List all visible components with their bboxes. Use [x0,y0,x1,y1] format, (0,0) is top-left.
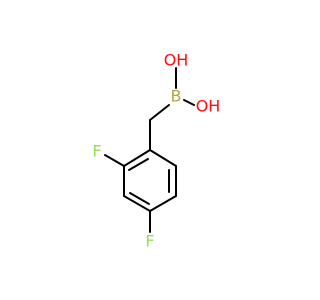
ring-bond-c1-c2-inner [128,158,149,171]
substituent-bonds [104,67,195,233]
bond-ch2-to-boron [149,104,170,121]
hydroxyl-right-label: OH [196,97,221,116]
ring-bond-c1-c2 [123,149,151,167]
fluorine-ortho-label: F [92,142,101,161]
hydroxyl-top-label: OH [164,51,189,70]
bond-boron-to-oh-right [183,99,195,106]
ring-bond-c3-c4-inner [129,192,150,205]
ring-bond-c3-c4 [123,195,151,212]
fluorine-para-label: F [145,232,154,251]
boron-atom-label: B [171,87,182,106]
ring-bond-c4-c5 [149,195,177,212]
ring-bond-c6-c1 [149,149,177,167]
bond-ring-to-f-ortho [104,154,125,167]
molecule-structure: B OH OH F F [92,50,221,251]
benzene-ring [123,149,177,212]
